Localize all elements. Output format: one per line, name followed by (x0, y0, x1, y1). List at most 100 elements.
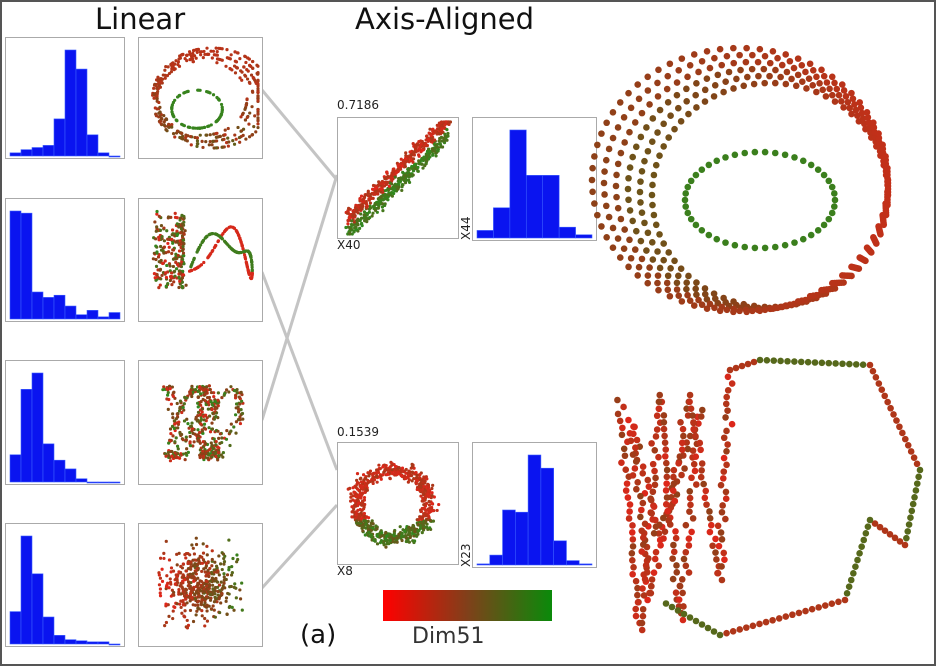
scatter-point (162, 251, 166, 255)
scatter-point (177, 64, 182, 68)
scatter-point (175, 129, 180, 133)
axis-histogram-bar (515, 511, 529, 566)
scatter-point (239, 408, 243, 412)
scatter-point (177, 249, 182, 253)
scatter-point (162, 239, 167, 243)
scatter-point (157, 84, 161, 88)
scatter-point (369, 535, 374, 539)
scatter-point (216, 589, 220, 594)
scatter-point (223, 128, 227, 132)
scatter-point (165, 397, 169, 401)
scatter-point (191, 431, 195, 436)
scatter-point (187, 426, 191, 430)
scatter-point (358, 489, 362, 493)
scatter-point (396, 169, 400, 174)
scatter-point (412, 153, 416, 157)
scatter-point (207, 583, 212, 587)
scatter-point (214, 576, 218, 581)
scatter-point (159, 80, 163, 84)
scatter-point (360, 500, 365, 504)
linear-histogram-bar (31, 372, 44, 483)
scatter-point (400, 466, 405, 470)
scatter-point (238, 402, 242, 406)
scatter-point (400, 538, 404, 543)
scatter-point (203, 387, 207, 391)
scatter-point (212, 446, 216, 450)
scatter-point (354, 485, 358, 490)
scatter-point (382, 470, 386, 474)
scatter-point (153, 220, 157, 224)
scatter-point (215, 118, 220, 122)
scatter-point (420, 148, 424, 152)
scatter-point (172, 68, 176, 72)
scatter-point (181, 245, 185, 249)
scatter-point (188, 553, 192, 557)
scatter-point (256, 96, 260, 100)
scatter-point (209, 596, 213, 600)
scatter-point (417, 159, 421, 163)
scatter-point (393, 540, 397, 544)
scatter-point (168, 387, 172, 391)
scatter-point (240, 581, 244, 585)
scatter-point (200, 614, 204, 618)
scatter-point (184, 435, 188, 439)
scatter-point (178, 602, 182, 606)
scatter-point (188, 125, 192, 130)
scatter-point (181, 598, 185, 603)
scatter-point (218, 432, 222, 436)
scatter-point (236, 407, 241, 411)
connector-line (260, 174, 339, 421)
scatter-point (206, 451, 210, 455)
scatter-point (256, 86, 260, 91)
scatter-point (188, 391, 193, 395)
scatter-point (238, 76, 242, 80)
scatter-point (160, 273, 164, 278)
scatter-point (373, 202, 377, 207)
scatter-point (243, 118, 248, 122)
scatter-point (401, 534, 406, 538)
scatter-point (239, 390, 243, 394)
linear-histogram-bar (42, 297, 55, 320)
scatter-point (240, 608, 244, 612)
scatter-point (181, 405, 185, 410)
linear-histogram-bar (75, 68, 88, 157)
scatter-point (226, 144, 230, 148)
scatter-point (241, 111, 245, 115)
scatter-point (430, 494, 434, 498)
scatter-point (200, 555, 204, 559)
scatter-point (367, 530, 371, 534)
scatter-point (440, 128, 444, 132)
scatter-point (400, 185, 404, 189)
scatter-point (153, 276, 157, 280)
scatter-point (369, 533, 373, 537)
scatter-point (201, 440, 205, 444)
scatter-point (419, 508, 423, 512)
scatter-point (362, 495, 367, 500)
scatter-point (375, 474, 379, 479)
scatter-point (210, 427, 215, 431)
scatter-point (423, 479, 427, 483)
scatter-point (348, 231, 352, 235)
scatter-point (351, 214, 355, 218)
scatter-point (199, 422, 203, 426)
scatter-point (419, 515, 423, 519)
scatter-point (244, 60, 248, 65)
scatter-point (241, 127, 246, 131)
scatter-point (225, 48, 229, 52)
scatter-point (191, 54, 195, 58)
scatter-point (227, 140, 231, 144)
connector-line (260, 503, 339, 590)
scatter-point (228, 585, 232, 589)
scatter-point (167, 586, 171, 590)
linear-scatter-1 (138, 37, 263, 159)
scatter-point (376, 200, 380, 204)
scatter-point (151, 257, 155, 261)
linear-title: Linear (95, 2, 186, 36)
scatter-point (205, 553, 209, 557)
scatter-point (234, 393, 238, 397)
scatter-point (207, 414, 212, 418)
scatter-point (186, 450, 190, 455)
scatter-point (247, 135, 252, 139)
scatter-point (415, 518, 419, 522)
scatter-point (391, 537, 395, 541)
